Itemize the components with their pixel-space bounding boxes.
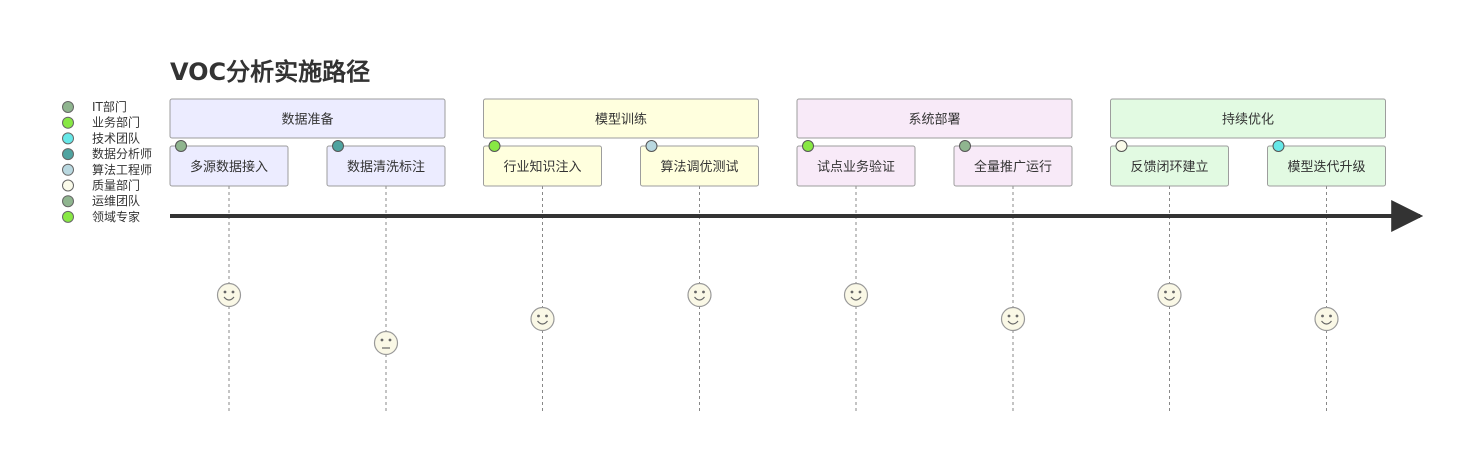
task-box: [953, 145, 1073, 187]
section-label: 系统部署: [908, 113, 960, 128]
task-box: [640, 145, 759, 187]
legend-label: 运维团队: [92, 193, 140, 208]
section-box: [483, 98, 759, 139]
task-label: 数据清洗标注: [347, 160, 425, 175]
section-box: [1110, 98, 1386, 139]
legend-item: 业务部门: [62, 115, 140, 130]
legend-label: 质量部门: [92, 178, 140, 193]
legend-item: 技术团队: [62, 130, 140, 145]
legend-dot: [62, 179, 74, 192]
actor-dot: [332, 140, 344, 152]
task-label: 多源数据接入: [190, 159, 268, 175]
content-face-icon: [530, 306, 555, 332]
legend-dot: [62, 195, 74, 208]
task-label: 反馈闭环建立: [1130, 160, 1208, 175]
legend-item: 算法工程师: [62, 162, 152, 177]
legend-label: IT部门: [92, 99, 127, 114]
legend-dot: [62, 116, 74, 129]
task-box: [796, 145, 916, 187]
task-label: 算法调优测试: [660, 160, 738, 175]
mood-faces: [216, 282, 1339, 356]
legend-item: 质量部门: [62, 178, 140, 193]
task-guide-lines: [228, 186, 1327, 412]
legend-item: 数据分析师: [62, 146, 152, 161]
legend-label: 业务部门: [92, 115, 140, 130]
legend-dot: [62, 163, 74, 176]
task-box: [1267, 145, 1386, 187]
content-face-icon: [1000, 306, 1026, 332]
legend-item: 运维团队: [62, 193, 140, 208]
happy-face-icon: [1157, 282, 1182, 308]
actor-dot: [175, 140, 187, 152]
legend-dot: [62, 101, 74, 113]
legend-item: 领域专家: [62, 209, 140, 224]
task-label: 模型迭代升级: [1287, 160, 1365, 175]
actor-dot: [1272, 140, 1285, 152]
section-label: 模型训练: [595, 113, 647, 128]
happy-face-icon: [843, 282, 869, 308]
actor-dot: [1115, 140, 1128, 152]
task-box: [326, 145, 446, 187]
legend-item: IT部门: [62, 99, 127, 114]
legend-label: 技术团队: [92, 130, 140, 145]
section-box: [796, 98, 1073, 139]
legend-label: 领域专家: [92, 209, 140, 224]
neutral-face-icon: [373, 330, 399, 356]
diagram-title: VOC分析实施路径: [170, 58, 370, 86]
actor-dot: [802, 140, 814, 152]
legend-dot: [62, 132, 74, 145]
legend-dot: [62, 210, 74, 223]
task-label: 行业知识注入: [503, 159, 581, 175]
sections: 数据准备 模型训练 系统部署 持续优化: [169, 98, 1386, 139]
happy-face-icon: [687, 282, 712, 308]
actor-dot: [645, 140, 658, 152]
task-label: 全量推广运行: [974, 159, 1052, 175]
task-box: [483, 145, 602, 187]
actor-dot: [959, 140, 971, 152]
actor-dot: [488, 140, 501, 152]
section-label: 持续优化: [1222, 113, 1274, 128]
legend-dot: [62, 148, 74, 161]
legend-label: 数据分析师: [92, 146, 152, 161]
task-label: 试点业务验证: [817, 159, 895, 175]
task-box: [1110, 145, 1229, 187]
content-face-icon: [1314, 306, 1339, 332]
legend-label: 算法工程师: [92, 162, 152, 177]
task-box: [169, 145, 289, 187]
section-box: [169, 98, 446, 139]
section-label: 数据准备: [281, 112, 333, 128]
happy-face-icon: [216, 282, 242, 308]
tasks: 多源数据接入 数据清洗标注 行业知识注入 算法调优测试 试点业务验证 全量推广运行 反馈闭环…: [169, 140, 1386, 187]
